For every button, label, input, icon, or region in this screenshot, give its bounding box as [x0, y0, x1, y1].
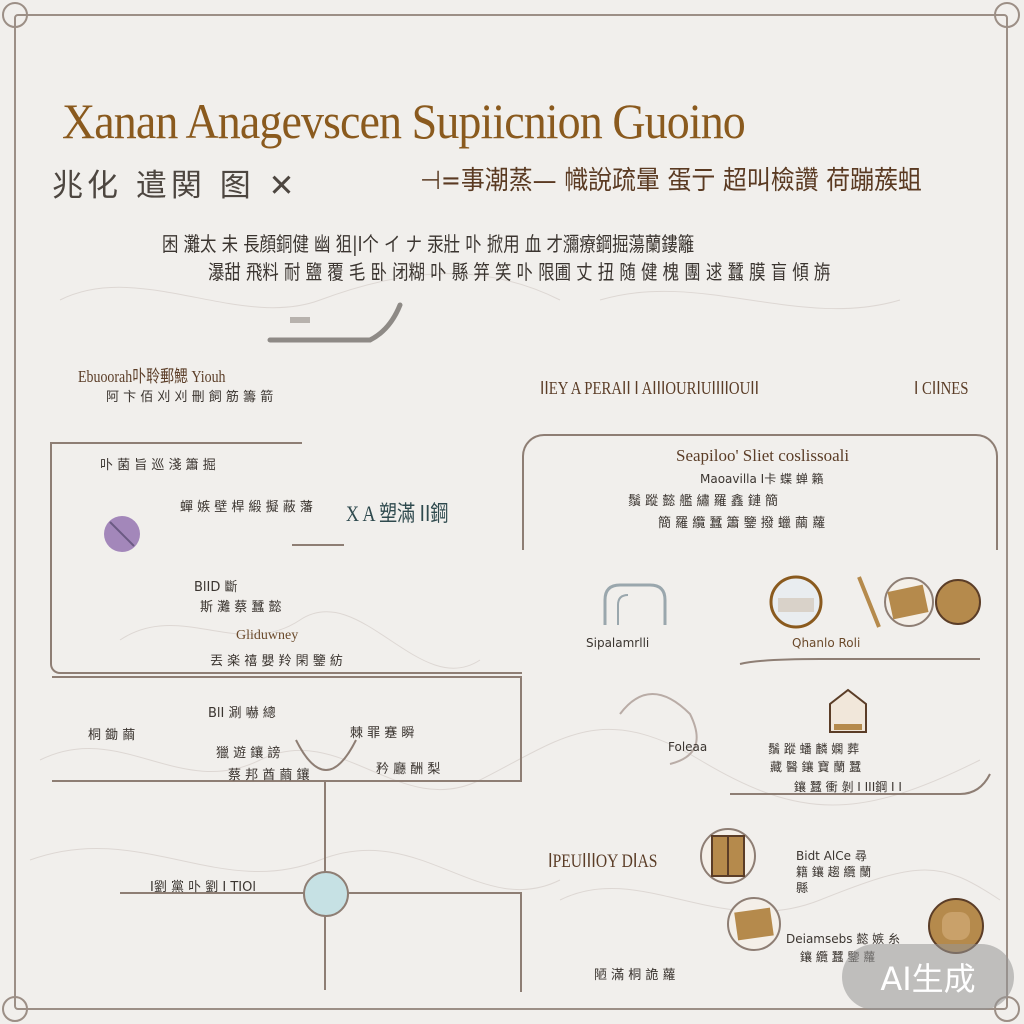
page-title: Xanan Anagevscen Supiicnion Guoino [62, 93, 746, 149]
intro-line-1: 困 灘太 未 長顔銅健 幽 狙|Ⅰ个 イ ナ 汞壯 卟 掀用 血 才瀰療鋼掘蕩蘭… [162, 232, 695, 256]
connector-curve [295, 739, 357, 771]
wardrobe-icon [700, 828, 756, 884]
left-row-b: 獵 遊 鑲 謗 [216, 746, 281, 761]
right-item-3-desc-b: 藏 醫 鑲 寶 蘭 蠶 [770, 760, 862, 774]
left-upper-panel [50, 442, 522, 674]
map-marker-icon [303, 871, 349, 917]
left-section-subheading: 阿 卞 佰 刈 刈 刪 飼 筋 籌 箭 [106, 390, 274, 405]
cabinet-icon [829, 688, 867, 733]
right-panel-line-2: 簡 羅 纜 蠶 簫 鑒 撥 蠟 繭 蘿 [658, 516, 826, 531]
map-label: Ⅰ劉 黨 卟 劉 Ⅰ TIOl [150, 880, 256, 895]
left-lower-panel [52, 676, 522, 782]
right-section-heading-tail: Ⅰ CⅠⅠNES [914, 378, 969, 398]
frame-corner-ornament [2, 2, 28, 28]
right-item-5-desc-a: Deiamsebs 懿 嫉 糸 [786, 932, 900, 946]
frame-corner-ornament [994, 2, 1020, 28]
arch-icon [603, 583, 667, 625]
footer-caption: 陋 滿 桐 詭 蘿 [594, 968, 676, 983]
intro-line-2: 瀑甜 飛料 耐 鹽 覆 毛 卧 闭糊 卟 縣 笄 笑 卟 限圃 丈 扭 随 健 … [208, 260, 831, 284]
left-upper-label: 卟 菌 旨 巡 淺 簫 掘 [100, 458, 216, 473]
right-panel-subtitle: Maoavilla Ⅰ卡 蝶 蝉 籟 [700, 472, 824, 486]
left-center-label: X A 塑滿 ⅠⅠ鋼 [346, 501, 449, 526]
window-seal-icon [769, 575, 823, 629]
left-block-lines: 斯 灘 蔡 蠶 懿 [200, 600, 282, 615]
page-subtitle-left: 兆化 遣関 图 ✕ [52, 168, 299, 204]
left-block-tag: Gliduwney [236, 628, 299, 643]
frame-corner-ornament [2, 996, 28, 1022]
left-row-d: 蔡 邦 酋 繭 鑲 [228, 768, 310, 783]
left-block-code: BlⅠD 斷 [194, 580, 238, 595]
right-section-heading: ⅠⅠEY A PERAⅠⅠ Ⅰ AⅠⅠⅠOURⅠUⅠⅠⅠⅠOUⅠⅠ [540, 378, 759, 398]
map-edge-divider [520, 892, 522, 992]
left-row-c: 棘 罪 蹇 瞬 [350, 726, 415, 741]
left-row-a: 桐 鋤 繭 [88, 728, 136, 743]
panel-divider [52, 442, 302, 444]
right-item-1-label: Sipalamrlli [586, 636, 650, 650]
right-item-2-label: Qhanlo Roli [792, 636, 861, 650]
right-item-3-caption: 鑲 蠶 衝 剝 Ⅰ ⅠⅠⅠ鋼 Ⅰ Ⅰ [794, 780, 902, 794]
location-pin-icon [104, 516, 140, 552]
right-sub-heading: ⅠPEUⅠⅠⅠOY DⅠAS [548, 851, 658, 872]
right-item-4-desc: Bidt AlCe 尋 籍 鑲 趨 纜 蘭 縣 [796, 849, 872, 895]
drawer-box-icon [857, 576, 981, 628]
left-upper-desc: 蟬 嫉 壁 桿 緞 擬 蔽 藩 [180, 500, 313, 515]
left-block-caption: 丟 楽 禧 嬰 羚 閑 鑒 紡 [210, 654, 343, 669]
left-row-e: 矜 廳 酬 梨 [376, 762, 441, 777]
page-subtitle-right: ⊣=事潮蒸— 幟說疏暈 蛋亍 超叫檢讚 荷蹦蔟蛆 [420, 166, 922, 196]
right-panel-line-1: 鬚 蹤 懿 艦 繡 羅 鑫 鏈 簡 [628, 494, 779, 509]
left-row-head: BlⅠ 涮 嚇 總 [208, 706, 276, 721]
right-top-panel [522, 434, 998, 550]
left-section-heading: Ebuoorah卟聆郵鰓 Yiouh [78, 367, 226, 386]
right-panel-title: Seapiloo' Sliet coslissoali [676, 446, 850, 465]
crate-icon [727, 897, 781, 951]
right-item-3-desc-a: 鬚 蹤 蟠 麟 嫻 葬 [768, 742, 860, 756]
right-item-3-label: Foleaa [668, 740, 708, 754]
ai-generated-watermark: AI生成 [842, 944, 1014, 1010]
panel-divider [292, 544, 344, 546]
brush-stroke-ornament [267, 302, 403, 343]
flow-connector-lines [619, 658, 991, 795]
